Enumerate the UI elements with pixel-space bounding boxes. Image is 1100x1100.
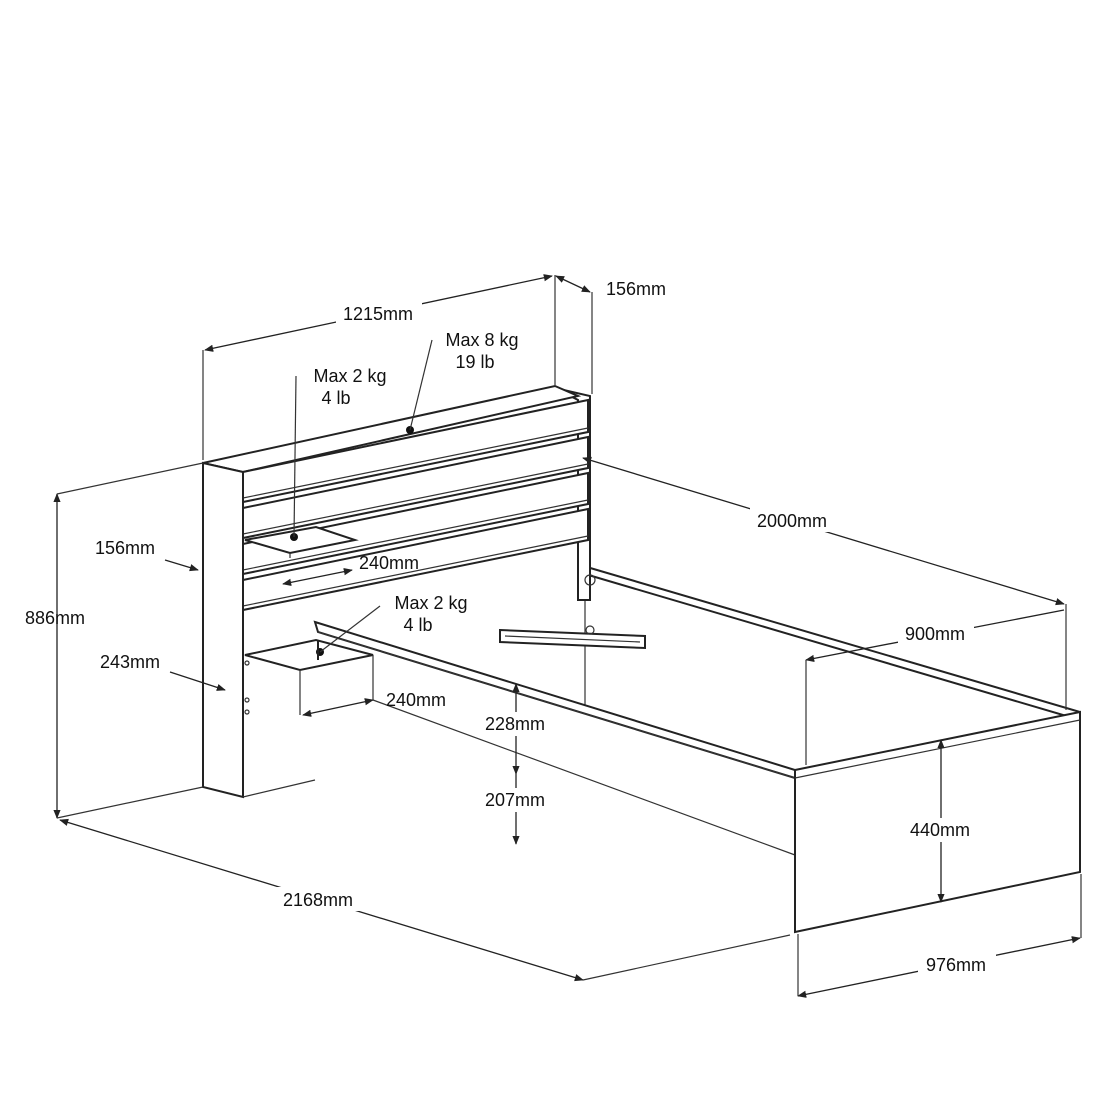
rail-height-label: 228mm [485, 714, 545, 734]
bed-drawing [202, 384, 1081, 934]
top-load-kg-label: Max 8 kg [445, 330, 518, 350]
clearance-height-label: 207mm [485, 790, 545, 810]
total-width-label: 976mm [926, 955, 986, 975]
lower-shelf-width-label: 240mm [386, 690, 446, 710]
dimension-labels: 1215mm 156mm Max 8 kg 19 lb Max 2 kg 4 l… [25, 279, 996, 976]
lower-shelf-load-kg-label: Max 2 kg [394, 593, 467, 613]
upper-shelf [244, 525, 359, 558]
lower-shelf-depth-label: 243mm [100, 652, 160, 672]
upper-shelf-load-kg-label: Max 2 kg [313, 366, 386, 386]
lower-shelf-load-lb-label: 4 lb [403, 615, 432, 635]
headboard-width-label: 1215mm [343, 304, 413, 324]
headboard-depth-label: 156mm [606, 279, 666, 299]
total-height-label: 886mm [25, 608, 85, 628]
bed-length-label: 2000mm [757, 511, 827, 531]
upper-shelf-load-lb-label: 4 lb [321, 388, 350, 408]
mattress-width-label: 900mm [905, 624, 965, 644]
upper-shelf-width-label: 240mm [359, 553, 419, 573]
dimension-lines [53, 274, 1082, 998]
center-support [499, 574, 646, 650]
upper-shelf-depth-label: 156mm [95, 538, 155, 558]
total-length-label: 2168mm [283, 890, 353, 910]
footboard-height-label: 440mm [910, 820, 970, 840]
top-load-lb-label: 19 lb [455, 352, 494, 372]
